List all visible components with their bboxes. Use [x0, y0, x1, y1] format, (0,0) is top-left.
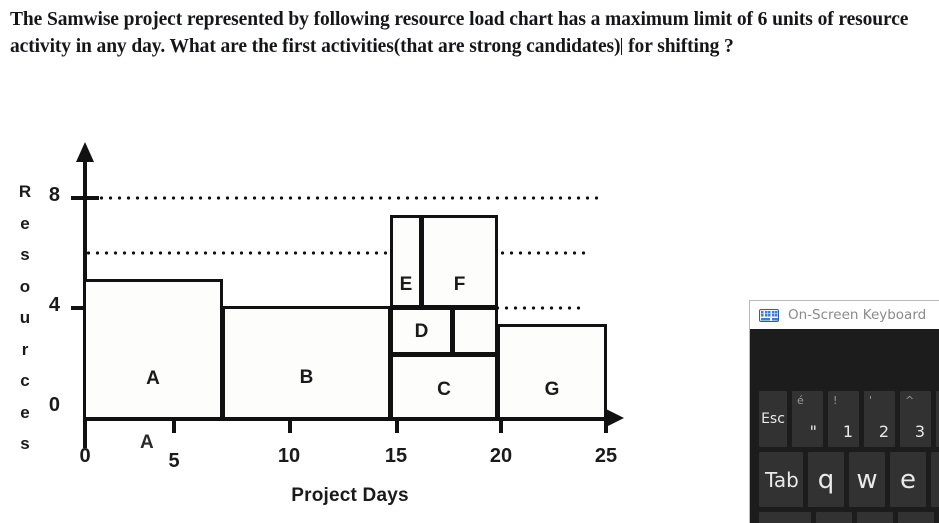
question-text: The Samwise project represented by follo… — [10, 6, 935, 60]
x-tick-label-5: 5 — [168, 450, 180, 472]
y-axis-label: R e s o u r c e s — [14, 176, 36, 460]
y-axis-label-letter: R — [18, 182, 32, 201]
key-3[interactable]: ^ 3 — [900, 391, 931, 447]
activity-block-B[interactable]: B — [222, 306, 391, 420]
x-tick-5 — [172, 420, 176, 433]
key-caps-lock[interactable]: Caps — [759, 512, 811, 523]
key-r[interactable]: r — [931, 452, 939, 507]
key-quote[interactable]: é " — [792, 391, 823, 447]
activity-block-E[interactable]: E — [390, 215, 422, 308]
osk-caps-row: Caps a s d f — [750, 512, 939, 523]
osk-title-text: On-Screen Keyboard — [788, 307, 927, 323]
key-main-label: 3 — [914, 422, 925, 441]
x-tick-25 — [604, 420, 608, 433]
key-e[interactable]: e — [890, 452, 926, 507]
key-a[interactable]: a — [816, 512, 852, 523]
x-axis-arrow-icon — [604, 408, 624, 428]
activity-label-D: D — [414, 321, 429, 342]
question-line-2a: units of resource activity in any day. W… — [10, 9, 909, 57]
key-label: r — [931, 465, 939, 495]
activity-label-C: C — [437, 379, 451, 400]
key-main-label: 2 — [878, 422, 889, 441]
key-sub-label: ^ — [905, 394, 915, 407]
x-tick-label-25: 25 — [594, 445, 618, 467]
activity-block-G[interactable]: G — [497, 324, 607, 420]
osk-key-area[interactable]: Esc é " ! 1 ' 2 ^ 3 — [750, 329, 939, 523]
key-q[interactable]: q — [808, 452, 844, 507]
activity-a-axis-annotation: A — [140, 432, 154, 453]
y-tick-label-4: 4 — [48, 294, 60, 316]
y-axis-arrow-icon — [76, 142, 94, 162]
osk-number-row: Esc é " ! 1 ' 2 ^ 3 — [750, 391, 939, 447]
y-axis-label-letter: o — [19, 276, 31, 296]
activity-block-C[interactable]: C — [390, 354, 498, 420]
key-label: Tab — [765, 468, 799, 492]
key-w[interactable]: w — [849, 452, 885, 507]
key-s[interactable]: s — [857, 512, 893, 523]
x-tick-0 — [83, 420, 87, 433]
key-esc[interactable]: Esc — [759, 391, 787, 447]
activity-block-D-extension[interactable] — [452, 307, 498, 355]
resource-load-chart: 8 4 0 A B C D E F G — [0, 130, 680, 523]
x-tick-label-20: 20 — [489, 445, 513, 467]
y-axis-label-letter: e — [20, 213, 30, 233]
question-line-1: The Samwise project represented by follo… — [10, 9, 768, 30]
activity-label-A: A — [146, 368, 160, 389]
key-1[interactable]: ! 1 — [828, 391, 859, 447]
y-tick-label-0: 0 — [48, 394, 60, 416]
question-line-3: shifting ? — [657, 36, 734, 57]
activity-label-G: G — [544, 379, 560, 400]
y-axis-label-letter: r — [21, 339, 29, 359]
keyboard-icon — [759, 308, 779, 322]
osk-title-bar[interactable]: On-Screen Keyboard — [750, 301, 939, 329]
key-label: q — [817, 464, 835, 495]
key-label: e — [900, 464, 916, 495]
question-line-2b: for — [623, 36, 653, 57]
y-tick-label-8: 8 — [48, 184, 60, 206]
key-sub-label: ! — [833, 394, 838, 407]
activity-label-F: F — [453, 274, 466, 295]
reference-line-8 — [97, 196, 600, 200]
key-tab[interactable]: Tab — [759, 452, 803, 507]
osk-suggestion-strip — [750, 329, 939, 391]
activity-label-E: E — [399, 274, 413, 295]
y-axis-label-letter: c — [20, 371, 30, 390]
activity-block-F[interactable]: F — [421, 215, 498, 308]
key-label: w — [856, 464, 878, 495]
y-axis-label-letter: e — [20, 402, 30, 422]
y-axis-label-letter: s — [20, 245, 30, 264]
key-sub-label: ' — [869, 394, 873, 407]
y-tick-8 — [71, 196, 99, 200]
key-d[interactable]: d — [898, 512, 934, 523]
key-main-label: 1 — [842, 422, 853, 441]
x-axis-caption: Project Days — [291, 485, 409, 506]
key-sub-label: é — [797, 394, 804, 407]
on-screen-keyboard-window[interactable]: On-Screen Keyboard Esc é " ! 1 ' 2 — [749, 300, 939, 523]
reference-line-6 — [84, 251, 588, 255]
key-4[interactable]: + 4 — [936, 391, 939, 447]
key-main-label: " — [809, 422, 817, 441]
activity-label-B: B — [299, 367, 314, 388]
x-tick-20 — [499, 420, 503, 433]
x-tick-label-0: 0 — [79, 445, 91, 467]
key-2[interactable]: ' 2 — [864, 391, 895, 447]
osk-qwerty-row: Tab q w e r t — [750, 452, 939, 507]
y-axis-label-letter: s — [20, 434, 30, 453]
x-tick-label-15: 15 — [384, 445, 408, 467]
activity-block-A[interactable]: A — [83, 279, 223, 420]
y-axis-label-letter: u — [19, 308, 31, 327]
activity-block-D[interactable]: D — [390, 307, 453, 355]
x-tick-label-10: 10 — [277, 445, 301, 467]
key-label: Esc — [761, 411, 785, 427]
x-tick-15 — [395, 420, 399, 433]
text-cursor — [621, 38, 623, 55]
x-tick-10 — [288, 420, 292, 433]
